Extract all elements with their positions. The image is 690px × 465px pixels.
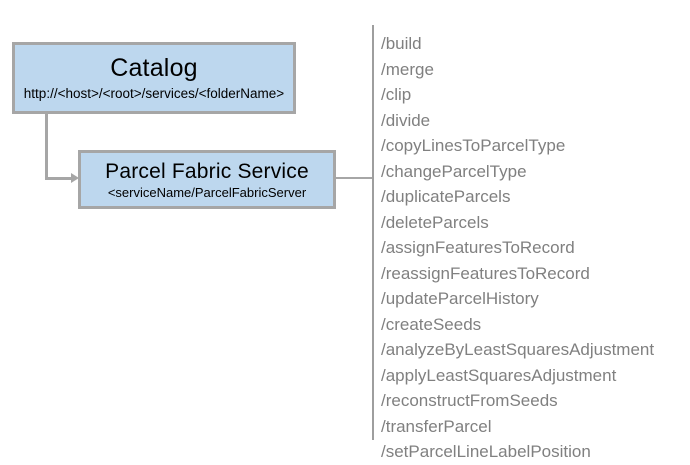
operation-item[interactable]: /analyzeByLeastSquaresAdjustment [381,340,655,359]
catalog-node-url: http://<host>/<root>/services/<folderNam… [23,86,285,101]
parcel-fabric-service-node[interactable]: Parcel Fabric Service <serviceName/Parce… [78,150,336,209]
operation-item[interactable]: /reconstructFromSeeds [381,391,558,410]
operation-item[interactable]: /assignFeaturesToRecord [381,238,575,257]
operation-item[interactable]: /applyLeastSquaresAdjustment [381,365,617,385]
connector-catalog-vertical [45,113,48,180]
parcel-fabric-service-node-title: Parcel Fabric Service [105,159,309,183]
arrowhead-icon [71,173,79,183]
parcel-fabric-service-node-path: <serviceName/ParcelFabricServer [107,184,307,200]
catalog-node[interactable]: Catalog http://<host>/<root>/services/<f… [12,42,296,114]
connector-catalog-horizontal [45,177,73,180]
operation-item[interactable]: /build [381,34,422,53]
operation-item[interactable]: /setParcelLineLabelPosition [381,442,591,461]
operation-item[interactable]: /changeParcelType [381,161,527,181]
diagram-canvas: Catalog http://<host>/<root>/services/<f… [12,25,655,461]
operation-item[interactable]: /deleteParcels [381,212,489,232]
operations-list: /build /merge /clip /divide /copyLinesTo… [381,31,681,465]
operation-item[interactable]: /createSeeds [381,314,482,334]
operation-item[interactable]: /reassignFeaturesToRecord [381,263,590,283]
operation-item[interactable]: /updateParcelHistory [381,289,539,308]
operation-item[interactable]: /clip [381,85,412,104]
operation-item[interactable]: /merge [381,59,434,79]
connector-service-to-operations [336,177,374,179]
catalog-node-title: Catalog [110,54,198,82]
operations-list-divider [372,25,374,440]
operation-item[interactable]: /copyLinesToParcelType [381,136,566,155]
operation-item[interactable]: /transferParcel [381,416,492,436]
operation-item[interactable]: /duplicateParcels [381,187,511,206]
operation-item[interactable]: /divide [381,110,431,130]
